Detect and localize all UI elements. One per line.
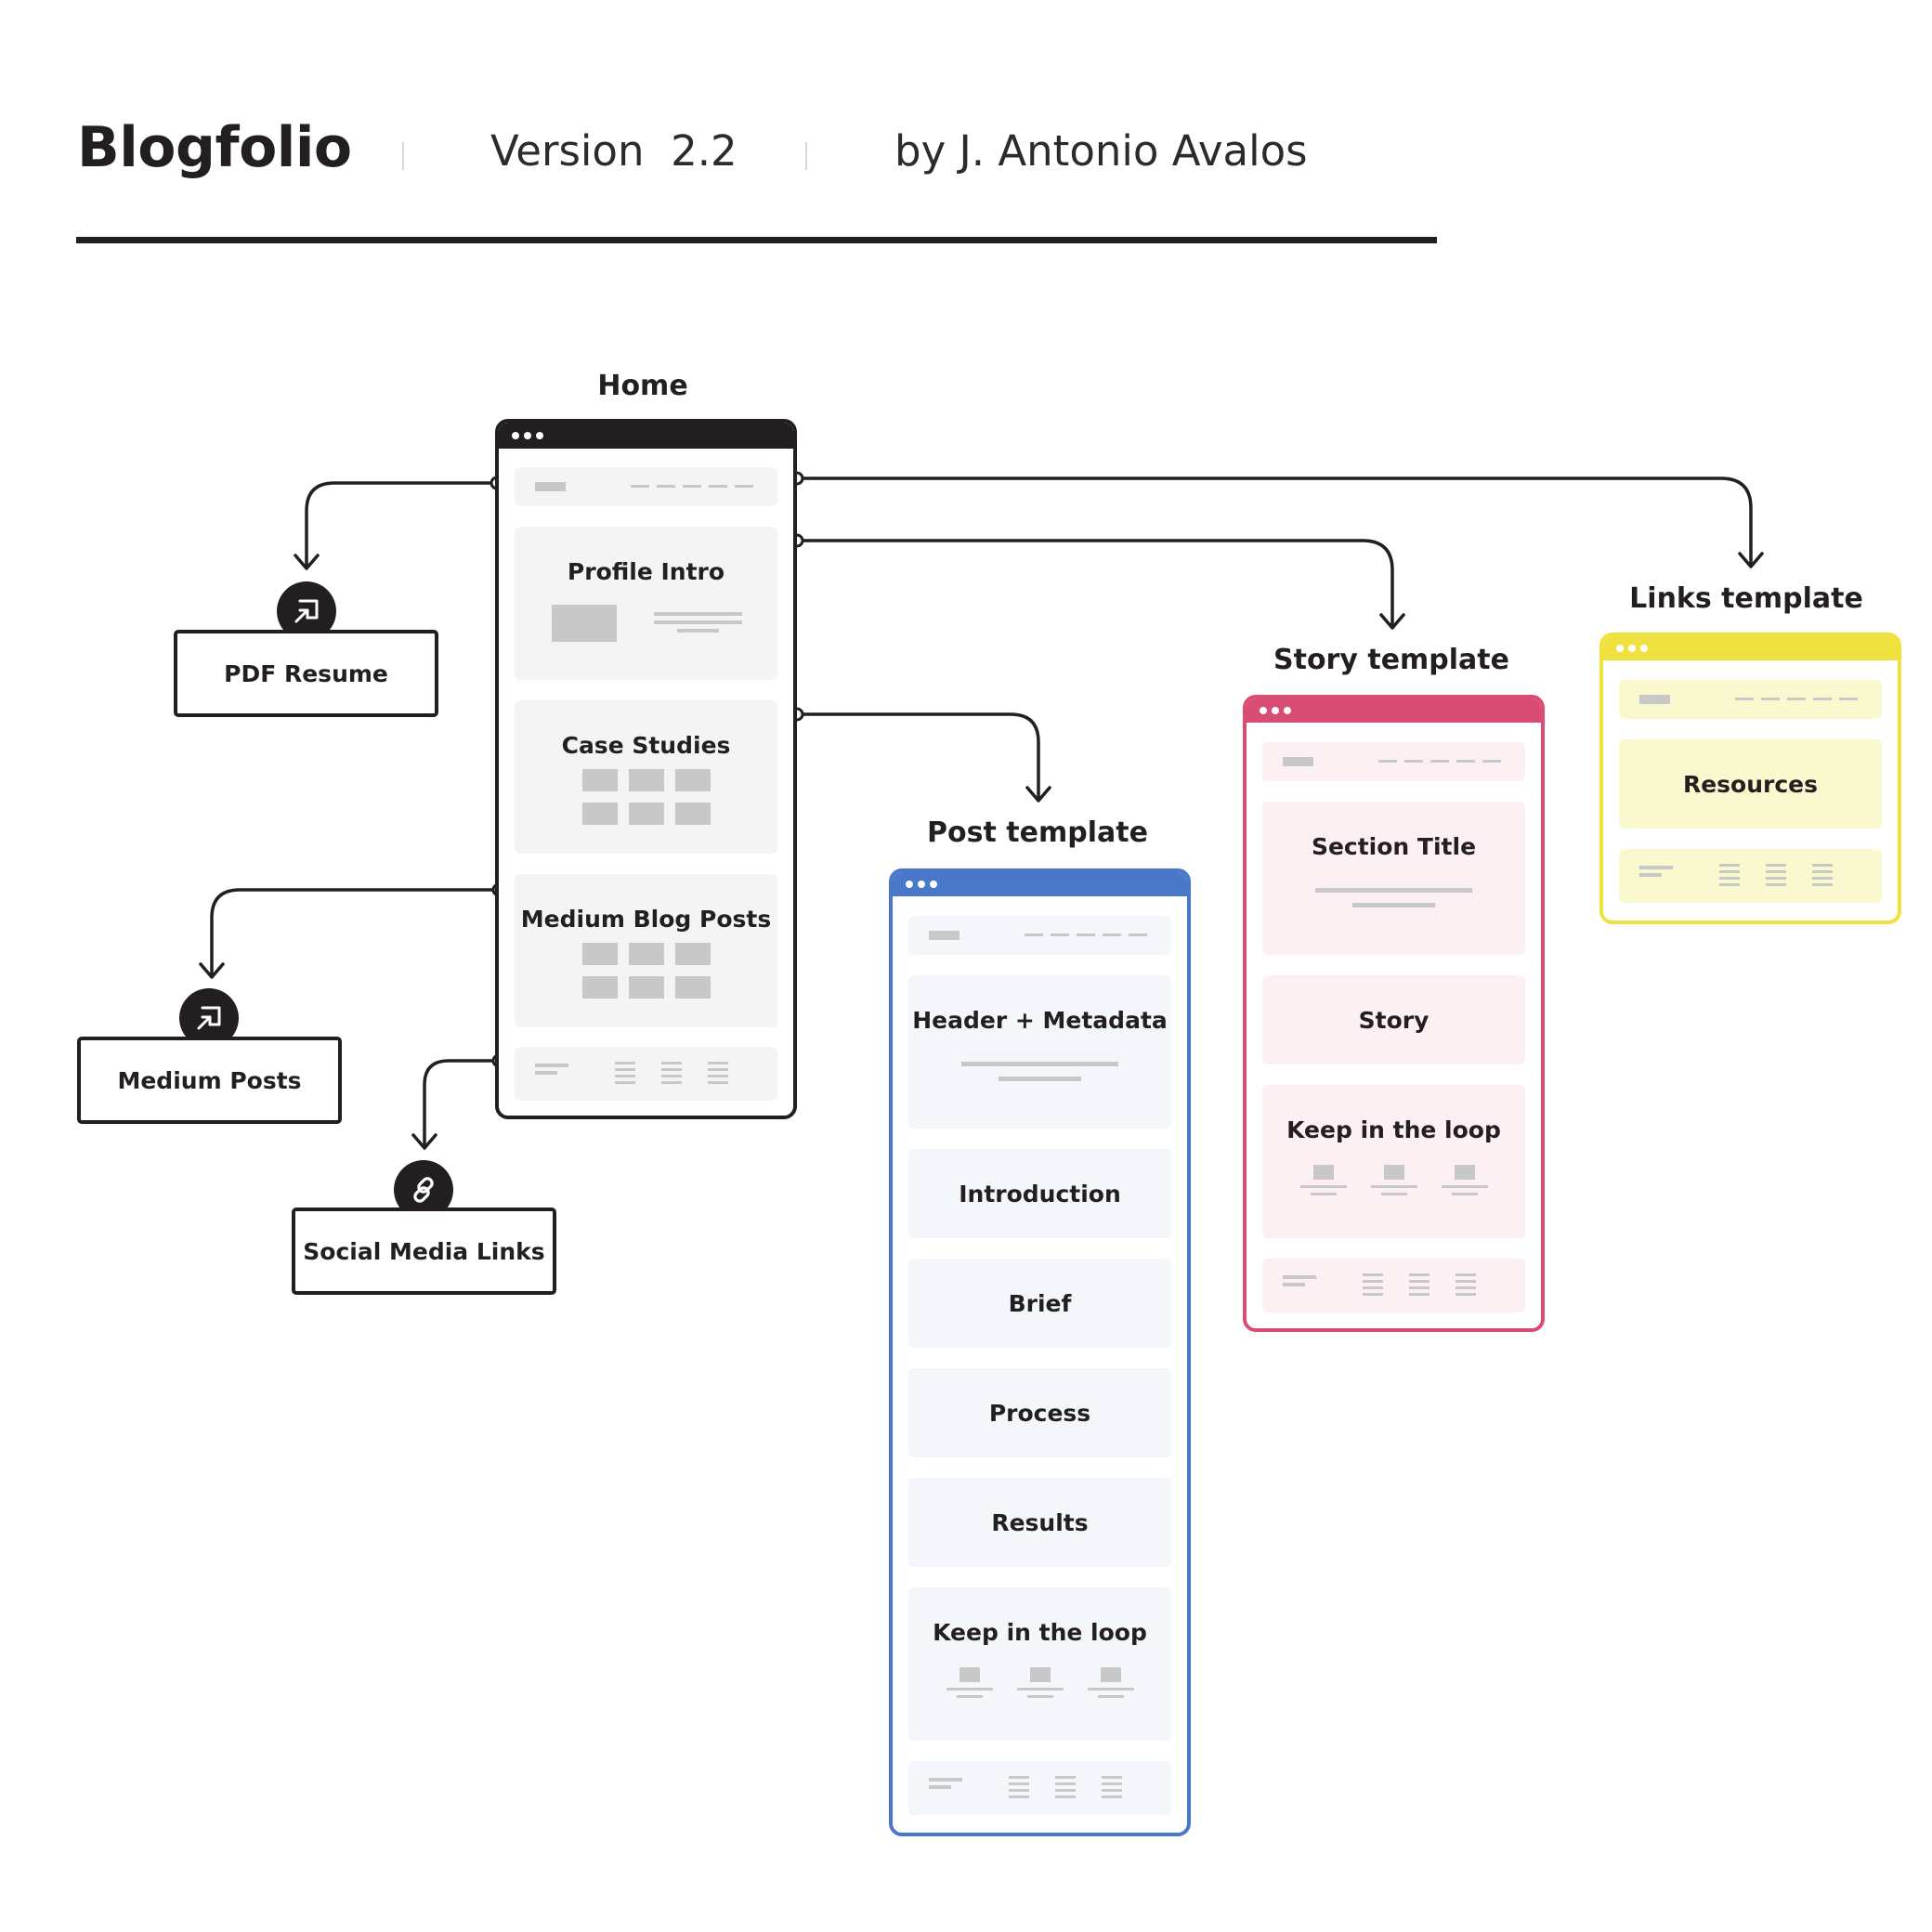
author-credit: by J. Antonio Avalos xyxy=(894,126,1308,176)
social-media-links-node[interactable]: Social Media Links xyxy=(292,1208,556,1295)
block-title: Resources xyxy=(1682,771,1819,798)
header-separator xyxy=(402,142,404,170)
medium-blog-posts-block: Medium Blog Posts xyxy=(515,874,777,1027)
window-dot xyxy=(1640,645,1648,652)
external-link-icon xyxy=(294,599,319,623)
medium-posts-node[interactable]: Medium Posts xyxy=(77,1037,342,1124)
version-number: 2.2 xyxy=(671,126,738,176)
block-title: Results xyxy=(991,1509,1089,1536)
footer-block xyxy=(1619,849,1882,903)
arrowhead xyxy=(1025,786,1051,803)
chain-link-icon xyxy=(413,1177,434,1203)
block-title: Header + Metadata xyxy=(912,1007,1168,1034)
window-dot xyxy=(512,432,519,439)
connector-home-links-template xyxy=(795,476,1753,567)
links-template-label: Links template xyxy=(1629,582,1863,615)
nav-block xyxy=(1262,742,1525,781)
section-title-block: Section Title xyxy=(1262,802,1525,955)
resources-block: Resources xyxy=(1619,739,1882,829)
connector-home-story-template xyxy=(795,539,1394,628)
introduction-block: Introduction xyxy=(908,1149,1171,1238)
window-dot xyxy=(930,881,937,888)
nav-block xyxy=(1619,680,1882,719)
page-title: Blogfolio xyxy=(77,115,352,180)
block-title: Keep in the loop xyxy=(1286,1116,1501,1143)
story-block: Story xyxy=(1262,975,1525,1064)
footer-block xyxy=(908,1761,1171,1815)
footer-block xyxy=(515,1047,777,1101)
block-title: Profile Intro xyxy=(567,558,725,585)
header-metadata-block: Header + Metadata xyxy=(908,975,1171,1129)
post-template-wireframe: Header + Metadata Introduction Brief Pro… xyxy=(889,868,1191,1836)
browser-bar xyxy=(1603,636,1898,660)
window-dot xyxy=(524,432,531,439)
home-wireframe: Profile Intro Case Studies Medium Blog P… xyxy=(495,419,797,1119)
connector-home-social-links xyxy=(423,1059,501,1148)
window-dot xyxy=(536,432,543,439)
block-title: Medium Blog Posts xyxy=(520,906,772,933)
profile-intro-block: Profile Intro xyxy=(515,527,777,680)
arrowhead xyxy=(294,554,320,570)
window-dot xyxy=(1628,645,1636,652)
nav-block xyxy=(515,467,777,506)
connector-home-medium-posts xyxy=(210,888,501,977)
post-template-label: Post template xyxy=(927,816,1148,849)
results-block: Results xyxy=(908,1478,1171,1567)
block-title: Brief xyxy=(1008,1290,1072,1317)
header-rule xyxy=(76,237,1437,243)
keep-in-the-loop-block: Keep in the loop xyxy=(908,1587,1171,1741)
window-dot xyxy=(1616,645,1624,652)
browser-bar xyxy=(499,423,793,449)
block-title: Story xyxy=(1358,1007,1429,1034)
story-template-label: Story template xyxy=(1273,644,1509,676)
story-template-wireframe: Section Title Story Keep in the loop xyxy=(1243,695,1545,1332)
block-title: Keep in the loop xyxy=(933,1619,1147,1646)
window-dot xyxy=(1272,707,1279,714)
block-title: Process xyxy=(988,1400,1091,1427)
keep-in-the-loop-block: Keep in the loop xyxy=(1262,1085,1525,1238)
case-studies-block: Case Studies xyxy=(515,700,777,854)
window-dot xyxy=(1284,707,1291,714)
window-dot xyxy=(918,881,925,888)
header-separator xyxy=(805,142,807,170)
footer-block xyxy=(1262,1259,1525,1312)
block-title: Section Title xyxy=(1311,833,1477,860)
arrowhead xyxy=(199,962,225,979)
block-title: Case Studies xyxy=(561,732,731,759)
browser-bar xyxy=(1247,698,1541,723)
connector-home-pdf-resume xyxy=(305,481,499,568)
browser-bar xyxy=(893,872,1187,896)
connector-home-post-template xyxy=(795,712,1040,801)
brief-block: Brief xyxy=(908,1259,1171,1348)
window-dot xyxy=(906,881,913,888)
version-info: Version 2.2 xyxy=(490,126,738,176)
block-title: Introduction xyxy=(959,1181,1121,1208)
arrowhead xyxy=(411,1133,437,1150)
arrowhead xyxy=(1738,552,1764,568)
nav-block xyxy=(908,916,1171,955)
pdf-resume-node[interactable]: PDF Resume xyxy=(174,630,438,717)
links-template-wireframe: Resources xyxy=(1599,633,1901,924)
arrowhead xyxy=(1379,613,1405,630)
version-label: Version xyxy=(490,126,645,176)
home-label: Home xyxy=(597,370,688,402)
window-dot xyxy=(1260,707,1267,714)
process-block: Process xyxy=(908,1368,1171,1457)
external-link-icon xyxy=(197,1006,221,1030)
